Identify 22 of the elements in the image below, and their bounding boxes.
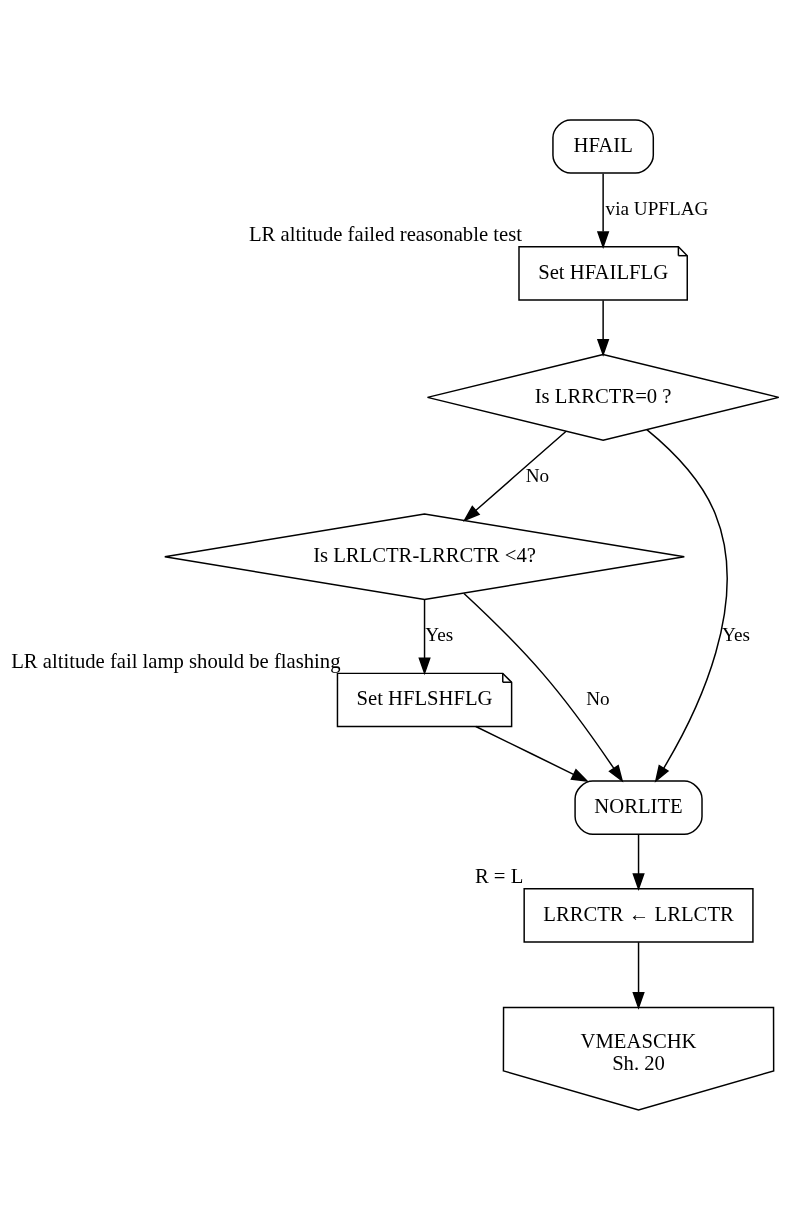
arrow — [463, 592, 624, 783]
edge-label: Yes — [722, 623, 750, 645]
arrow — [596, 172, 610, 249]
arrow — [632, 833, 645, 891]
node-diamond: Is LRRCTR=0 ? — [426, 353, 780, 441]
node-box: LRRCTR ← LRLCTR — [523, 887, 754, 943]
arrow — [646, 428, 728, 783]
node-box: NORLITE — [574, 779, 703, 835]
arrow — [475, 725, 589, 782]
node-diamond: Is LRLCTR-LRRCTR <4? — [164, 512, 686, 600]
arrow — [632, 941, 645, 1010]
arrow — [462, 430, 567, 522]
edge-label: Yes — [425, 623, 454, 645]
edge-label: No — [525, 464, 550, 486]
edge-label: via UPFLAG — [605, 197, 709, 219]
edge-label: No — [586, 687, 610, 709]
node-label: LR altitude failed reasonable test — [248, 222, 522, 245]
arrow — [418, 598, 431, 675]
node-label: R = L — [474, 864, 524, 887]
node-label: LR altitude fail lamp should be flashing — [11, 649, 341, 672]
arrow — [596, 299, 610, 357]
node-box: HFAIL — [552, 118, 655, 174]
